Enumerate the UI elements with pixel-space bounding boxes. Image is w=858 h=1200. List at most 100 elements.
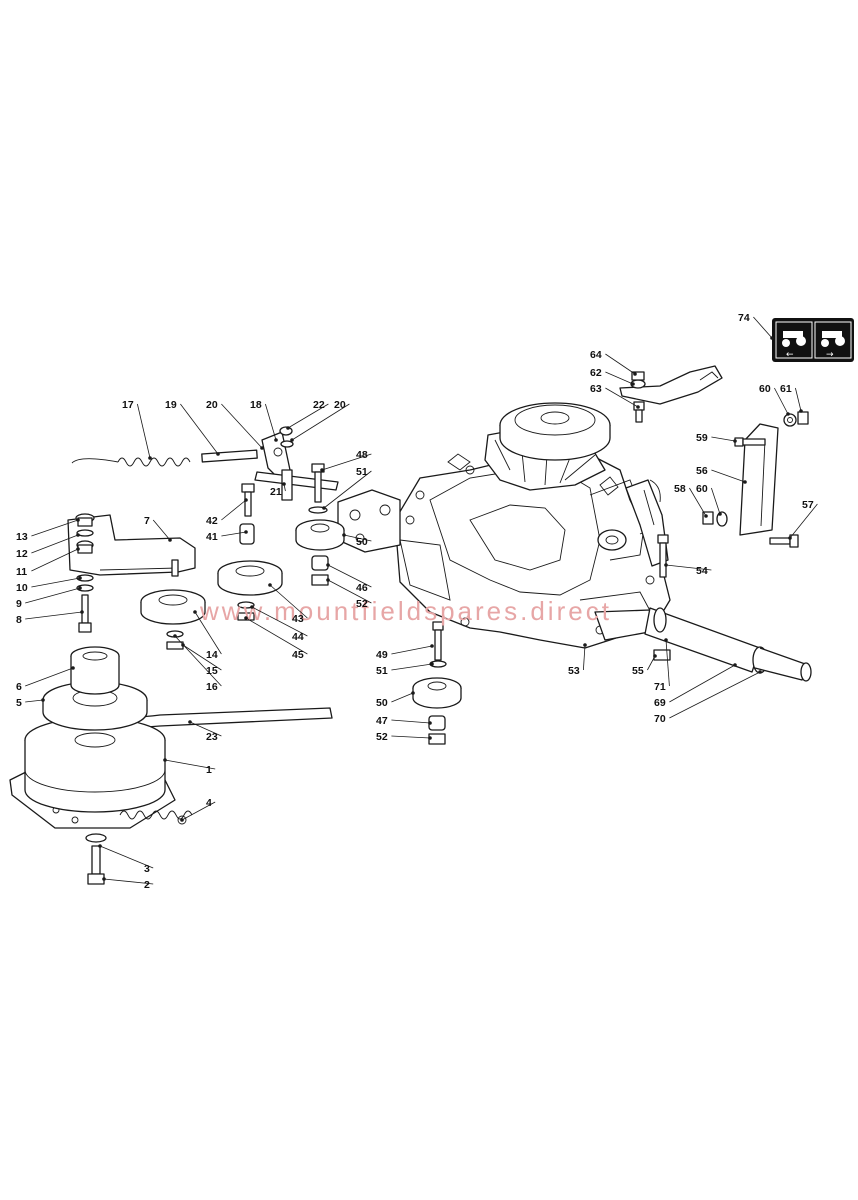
leader-dot <box>274 438 278 442</box>
callout-label-18: 18 <box>250 399 262 411</box>
callout-label-14: 14 <box>206 649 218 661</box>
callout-label-5: 5 <box>16 697 22 709</box>
callout-label-9: 9 <box>16 598 22 610</box>
callout-label-57: 57 <box>802 499 814 511</box>
leader-dot <box>163 758 167 762</box>
leader-line <box>327 579 372 604</box>
leader-line <box>789 503 818 539</box>
leader-dot <box>733 439 737 443</box>
callout-label-58: 58 <box>674 483 686 495</box>
leader-dot <box>770 336 774 340</box>
leader-line <box>669 664 736 703</box>
leader-line <box>221 403 263 449</box>
callout-label-69: 69 <box>654 697 666 709</box>
leader-dot <box>428 736 432 740</box>
callout-label-45: 45 <box>292 649 304 661</box>
leader-line <box>25 611 83 620</box>
callout-label-51: 51 <box>356 466 368 478</box>
leader-dot <box>244 498 248 502</box>
callout-label-21: 21 <box>270 486 282 498</box>
leader-dot <box>193 610 197 614</box>
callout-label-20: 20 <box>334 399 346 411</box>
leader-dot <box>76 518 80 522</box>
callout-label-60: 60 <box>759 383 771 395</box>
leader-line <box>25 667 74 687</box>
leader-dot <box>326 563 330 567</box>
leader-line <box>25 587 81 604</box>
leader-dot <box>250 605 254 609</box>
leader-line <box>31 548 79 572</box>
callout-label-54: 54 <box>696 565 708 577</box>
leader-dot <box>631 382 635 386</box>
leader-dot <box>320 468 324 472</box>
callout-label-71: 71 <box>654 681 666 693</box>
leader-line <box>689 487 707 517</box>
leader-line <box>194 611 222 655</box>
leader-line <box>665 564 712 571</box>
leader-line <box>182 644 222 671</box>
callout-label-51: 51 <box>376 665 388 677</box>
leader-line <box>605 353 636 375</box>
leader-dot <box>80 610 84 614</box>
bolts-and-spacers <box>239 463 339 545</box>
idler-arm <box>67 513 196 633</box>
leader-dot <box>244 530 248 534</box>
leader-dot <box>653 654 657 658</box>
callout-label-10: 10 <box>16 582 28 594</box>
callout-label-44: 44 <box>292 631 304 643</box>
leader-dot <box>76 533 80 537</box>
callout-label-70: 70 <box>654 713 666 725</box>
leader-line <box>753 316 773 339</box>
callout-label-50: 50 <box>356 536 368 548</box>
leader-line <box>711 469 746 483</box>
leader-dot <box>290 438 294 442</box>
leader-dot <box>704 514 708 518</box>
leader-dot <box>286 426 290 430</box>
leader-line <box>25 699 44 703</box>
leader-dot <box>322 506 326 510</box>
leader-line <box>605 371 634 385</box>
leader-line <box>152 519 171 541</box>
tractor-reverse-icon <box>821 331 845 347</box>
leader-line <box>711 436 736 442</box>
leader-dot <box>428 721 432 725</box>
transaxle-housing <box>337 402 812 682</box>
callout-label-23: 23 <box>206 731 218 743</box>
callout-label-53: 53 <box>568 665 580 677</box>
leader-dot <box>76 547 80 551</box>
leader-dot <box>180 818 184 822</box>
callout-label-4: 4 <box>206 797 212 809</box>
leader-line <box>391 692 414 703</box>
leader-dot <box>188 720 192 724</box>
callout-label-63: 63 <box>590 383 602 395</box>
direction-decal: ← → <box>772 318 854 362</box>
leader-line <box>181 801 216 821</box>
pulley-50-upper <box>295 519 345 586</box>
callout-label-52: 52 <box>376 731 388 743</box>
leader-line <box>321 453 372 471</box>
leader-dot <box>98 844 102 848</box>
callout-label-3: 3 <box>144 863 150 875</box>
leader-line <box>343 534 372 542</box>
leader-dot <box>758 670 762 674</box>
callout-label-50: 50 <box>376 697 388 709</box>
callout-label-20: 20 <box>206 399 218 411</box>
callout-label-16: 16 <box>206 681 218 693</box>
leader-dot <box>664 638 668 642</box>
leader-dot <box>268 583 272 587</box>
callout-label-47: 47 <box>376 715 388 727</box>
leader-dot <box>326 578 330 582</box>
leader-line <box>251 606 308 637</box>
leader-dot <box>633 372 637 376</box>
leader-dot <box>168 538 172 542</box>
callout-label-15: 15 <box>206 665 218 677</box>
leader-dot <box>799 409 803 413</box>
callout-label-48: 48 <box>356 449 368 461</box>
watermark-text: www.mountfieldspares.direct <box>199 596 612 626</box>
leader-dot <box>583 643 587 647</box>
leader-dot <box>733 663 737 667</box>
leader-line <box>137 403 151 459</box>
leader-dot <box>148 456 152 460</box>
leader-line <box>774 387 789 415</box>
